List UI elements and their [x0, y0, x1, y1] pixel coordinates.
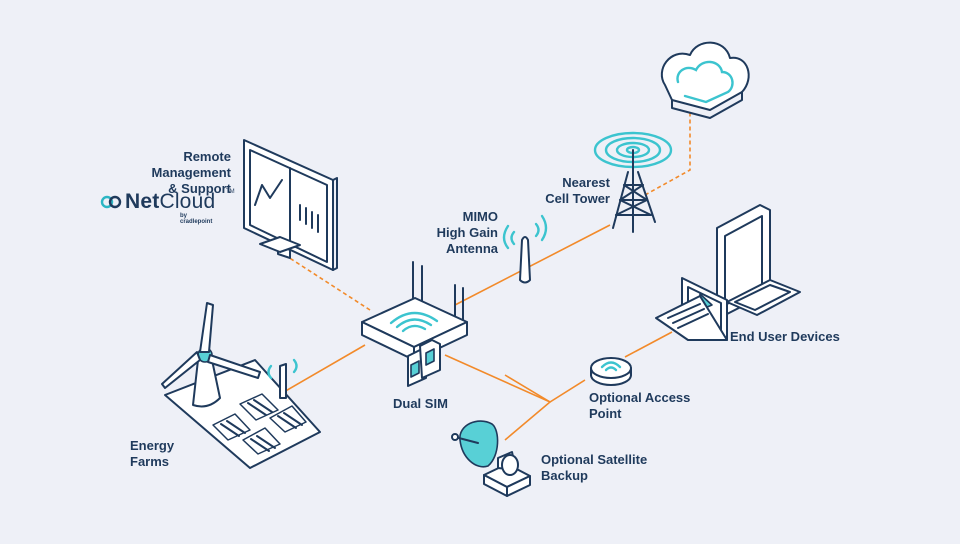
connections [269, 110, 691, 441]
netcloud-name-bold: Net [125, 190, 160, 213]
link-access-point-devices [624, 331, 673, 358]
satellite-label: Optional Satellite Backup [541, 452, 648, 483]
router-icon [361, 261, 468, 387]
netcloud-trademark: TM [226, 189, 235, 195]
cell-tower-label: Nearest Cell Tower [545, 175, 610, 206]
link-router-satellite [504, 374, 552, 441]
dual-sim-label: Dual SIM [393, 396, 448, 411]
monitor-icon [243, 139, 338, 271]
mimo-antenna-icon [502, 214, 548, 284]
energy-farms-label: Energy Farms [130, 438, 175, 469]
link-router-antenna [454, 224, 611, 306]
end-user-devices-label: End User Devices [730, 329, 840, 344]
link-router-access-point [444, 354, 586, 403]
cloud-icon [660, 41, 750, 119]
netcloud-name-light: Cloud [159, 190, 216, 213]
energy-farm-icon [161, 302, 321, 469]
mimo-antenna-label: MIMO High Gain Antenna [436, 209, 498, 256]
netcloud-wordmark: NetCloud [125, 190, 215, 214]
link-router-monitor [284, 254, 371, 311]
satellite-dish-icon [451, 420, 531, 497]
link-tower-cloud [644, 110, 691, 196]
netcloud-logo: NetCloud TM by cradlepoint [100, 189, 235, 225]
access-point-icon [590, 357, 632, 386]
netcloud-link-icon [100, 195, 122, 209]
remote-management-label: Remote Management & Support [151, 149, 231, 196]
end-user-devices-icon [655, 204, 801, 341]
access-point-label: Optional Access Point [589, 390, 691, 421]
cell-tower-icon [593, 131, 673, 233]
netcloud-byline: by cradlepoint [180, 213, 213, 225]
